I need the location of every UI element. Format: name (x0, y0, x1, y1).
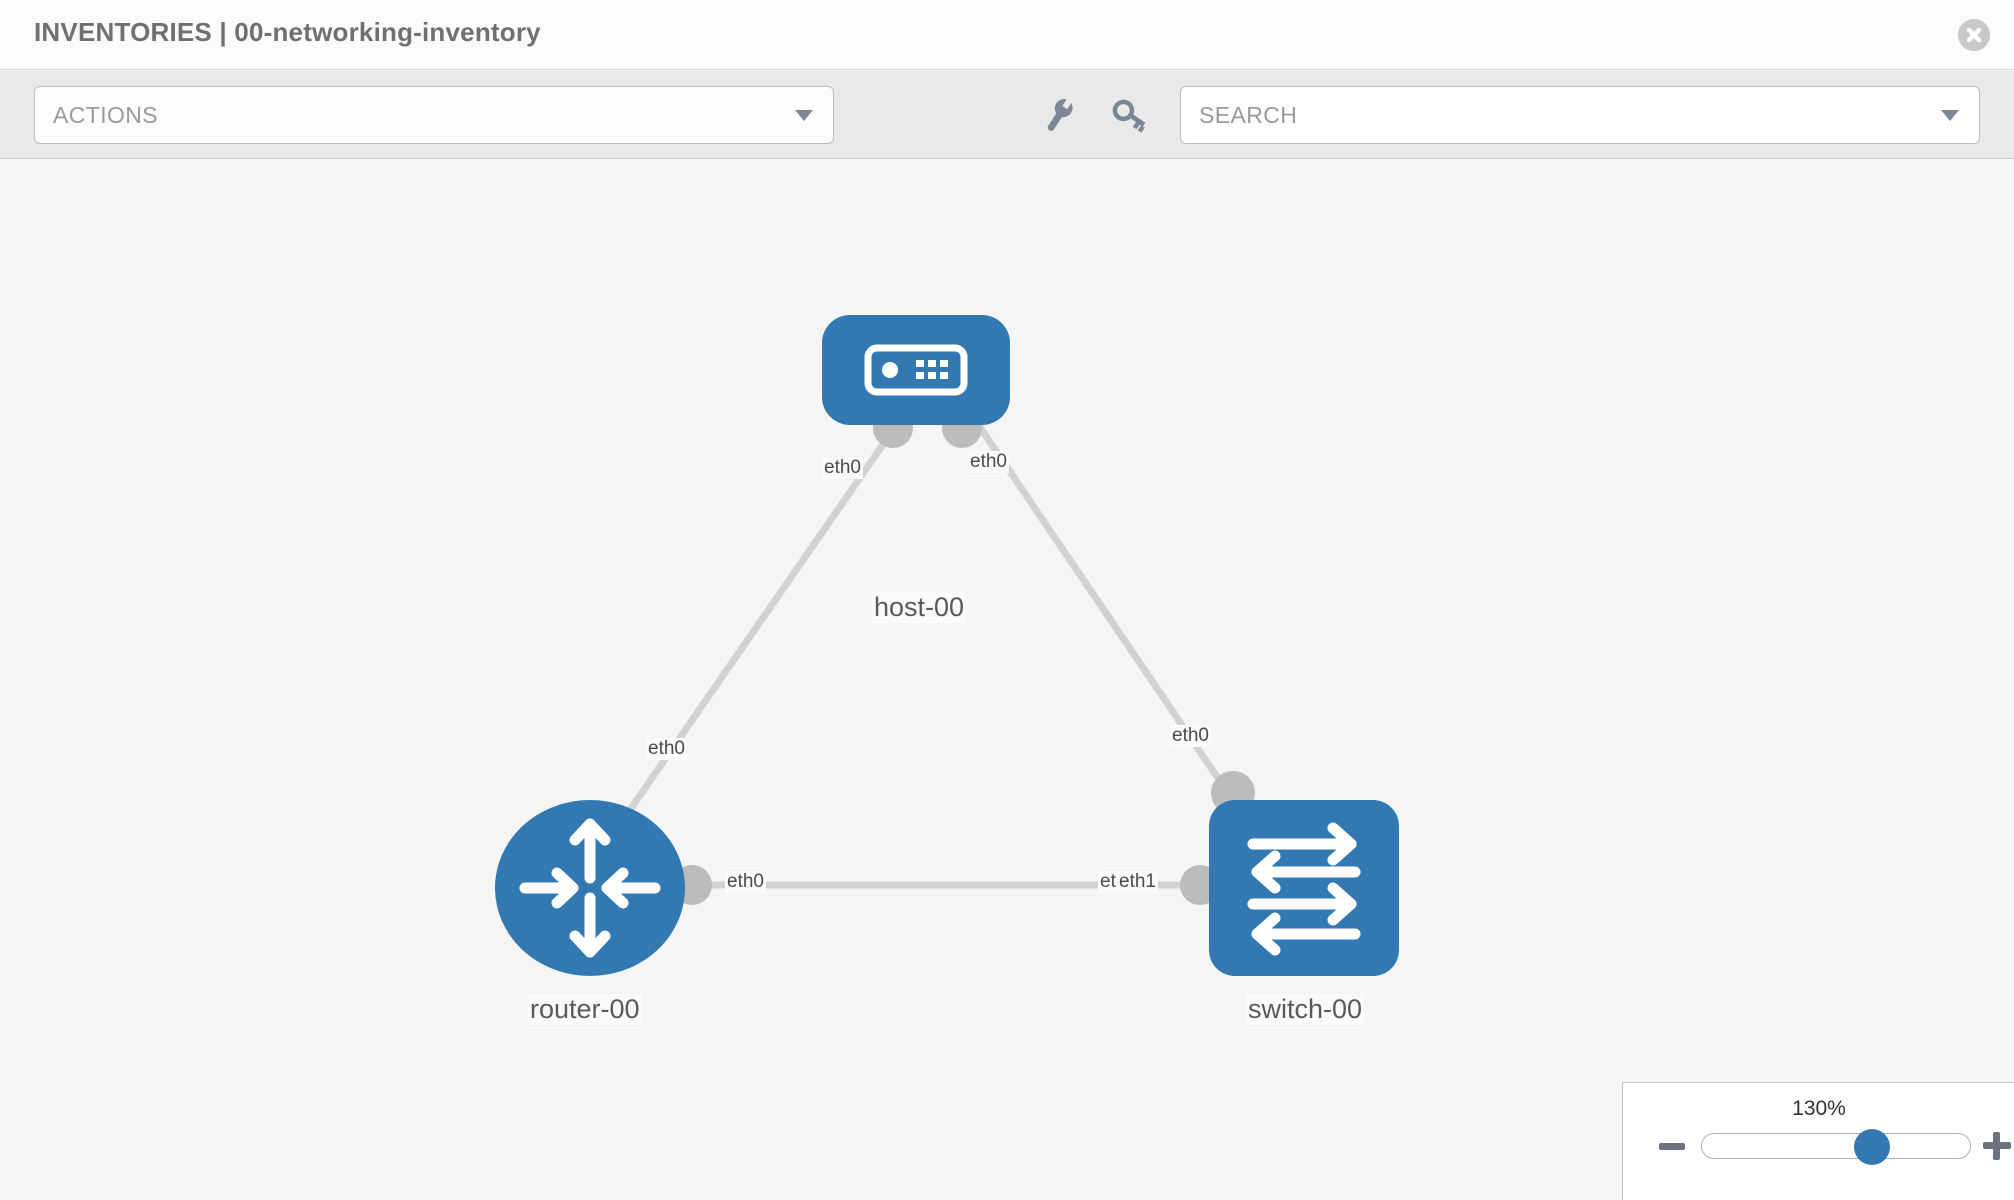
minus-icon[interactable] (1659, 1143, 1685, 1150)
zoom-control-panel: 130% (1622, 1082, 2014, 1200)
link-label-switch-eth1: eth1 (1117, 871, 1158, 893)
node-label-switch-00: switch-00 (1246, 994, 1365, 1025)
link-label-router-eth0-up: eth0 (646, 738, 687, 760)
toolbar: ACTIONS SEARCH (0, 71, 2014, 159)
edge-host-switch[interactable] (972, 418, 1248, 820)
search-placeholder-label: SEARCH (1199, 102, 1298, 128)
page-header: INVENTORIES | 00-networking-inventory (0, 0, 2014, 70)
zoom-slider-thumb[interactable] (1854, 1129, 1890, 1165)
node-label-router-00: router-00 (528, 994, 642, 1025)
wrench-icon[interactable] (1038, 93, 1082, 137)
node-host-00[interactable] (822, 315, 1010, 430)
zoom-level-value: 130% (1792, 1097, 1846, 1120)
node-switch-00[interactable] (1209, 800, 1399, 981)
link-label-host-eth0-left: eth0 (822, 457, 863, 479)
close-icon[interactable] (1958, 19, 1990, 51)
topology-endpoints (672, 408, 1255, 905)
link-label-host-eth0-right: eth0 (968, 451, 1009, 473)
actions-dropdown-label: ACTIONS (53, 102, 159, 128)
node-label-host-00: host-00 (872, 592, 967, 623)
router-arrows-icon (519, 818, 661, 958)
page-title: INVENTORIES | 00-networking-inventory (34, 17, 541, 47)
actions-dropdown[interactable]: ACTIONS (34, 86, 834, 144)
search-input[interactable]: SEARCH (1180, 86, 1980, 144)
server-icon (864, 344, 968, 396)
switch-arrows-icon (1247, 822, 1361, 956)
chevron-down-icon (795, 110, 813, 121)
link-label-switch-eth0-up: eth0 (1170, 725, 1211, 747)
chevron-down-icon (1941, 110, 1959, 121)
zoom-slider[interactable] (1701, 1129, 1971, 1165)
topology-canvas[interactable]: host-00 router-00 switch-00 eth0 eth0 et… (0, 160, 2014, 1200)
edge-host-router[interactable] (613, 418, 903, 832)
node-router-00[interactable] (495, 800, 685, 981)
topology-edges (613, 418, 1248, 889)
link-label-router-eth0: eth0 (725, 871, 766, 893)
key-icon[interactable] (1108, 93, 1152, 137)
plus-icon[interactable] (1983, 1132, 2011, 1160)
